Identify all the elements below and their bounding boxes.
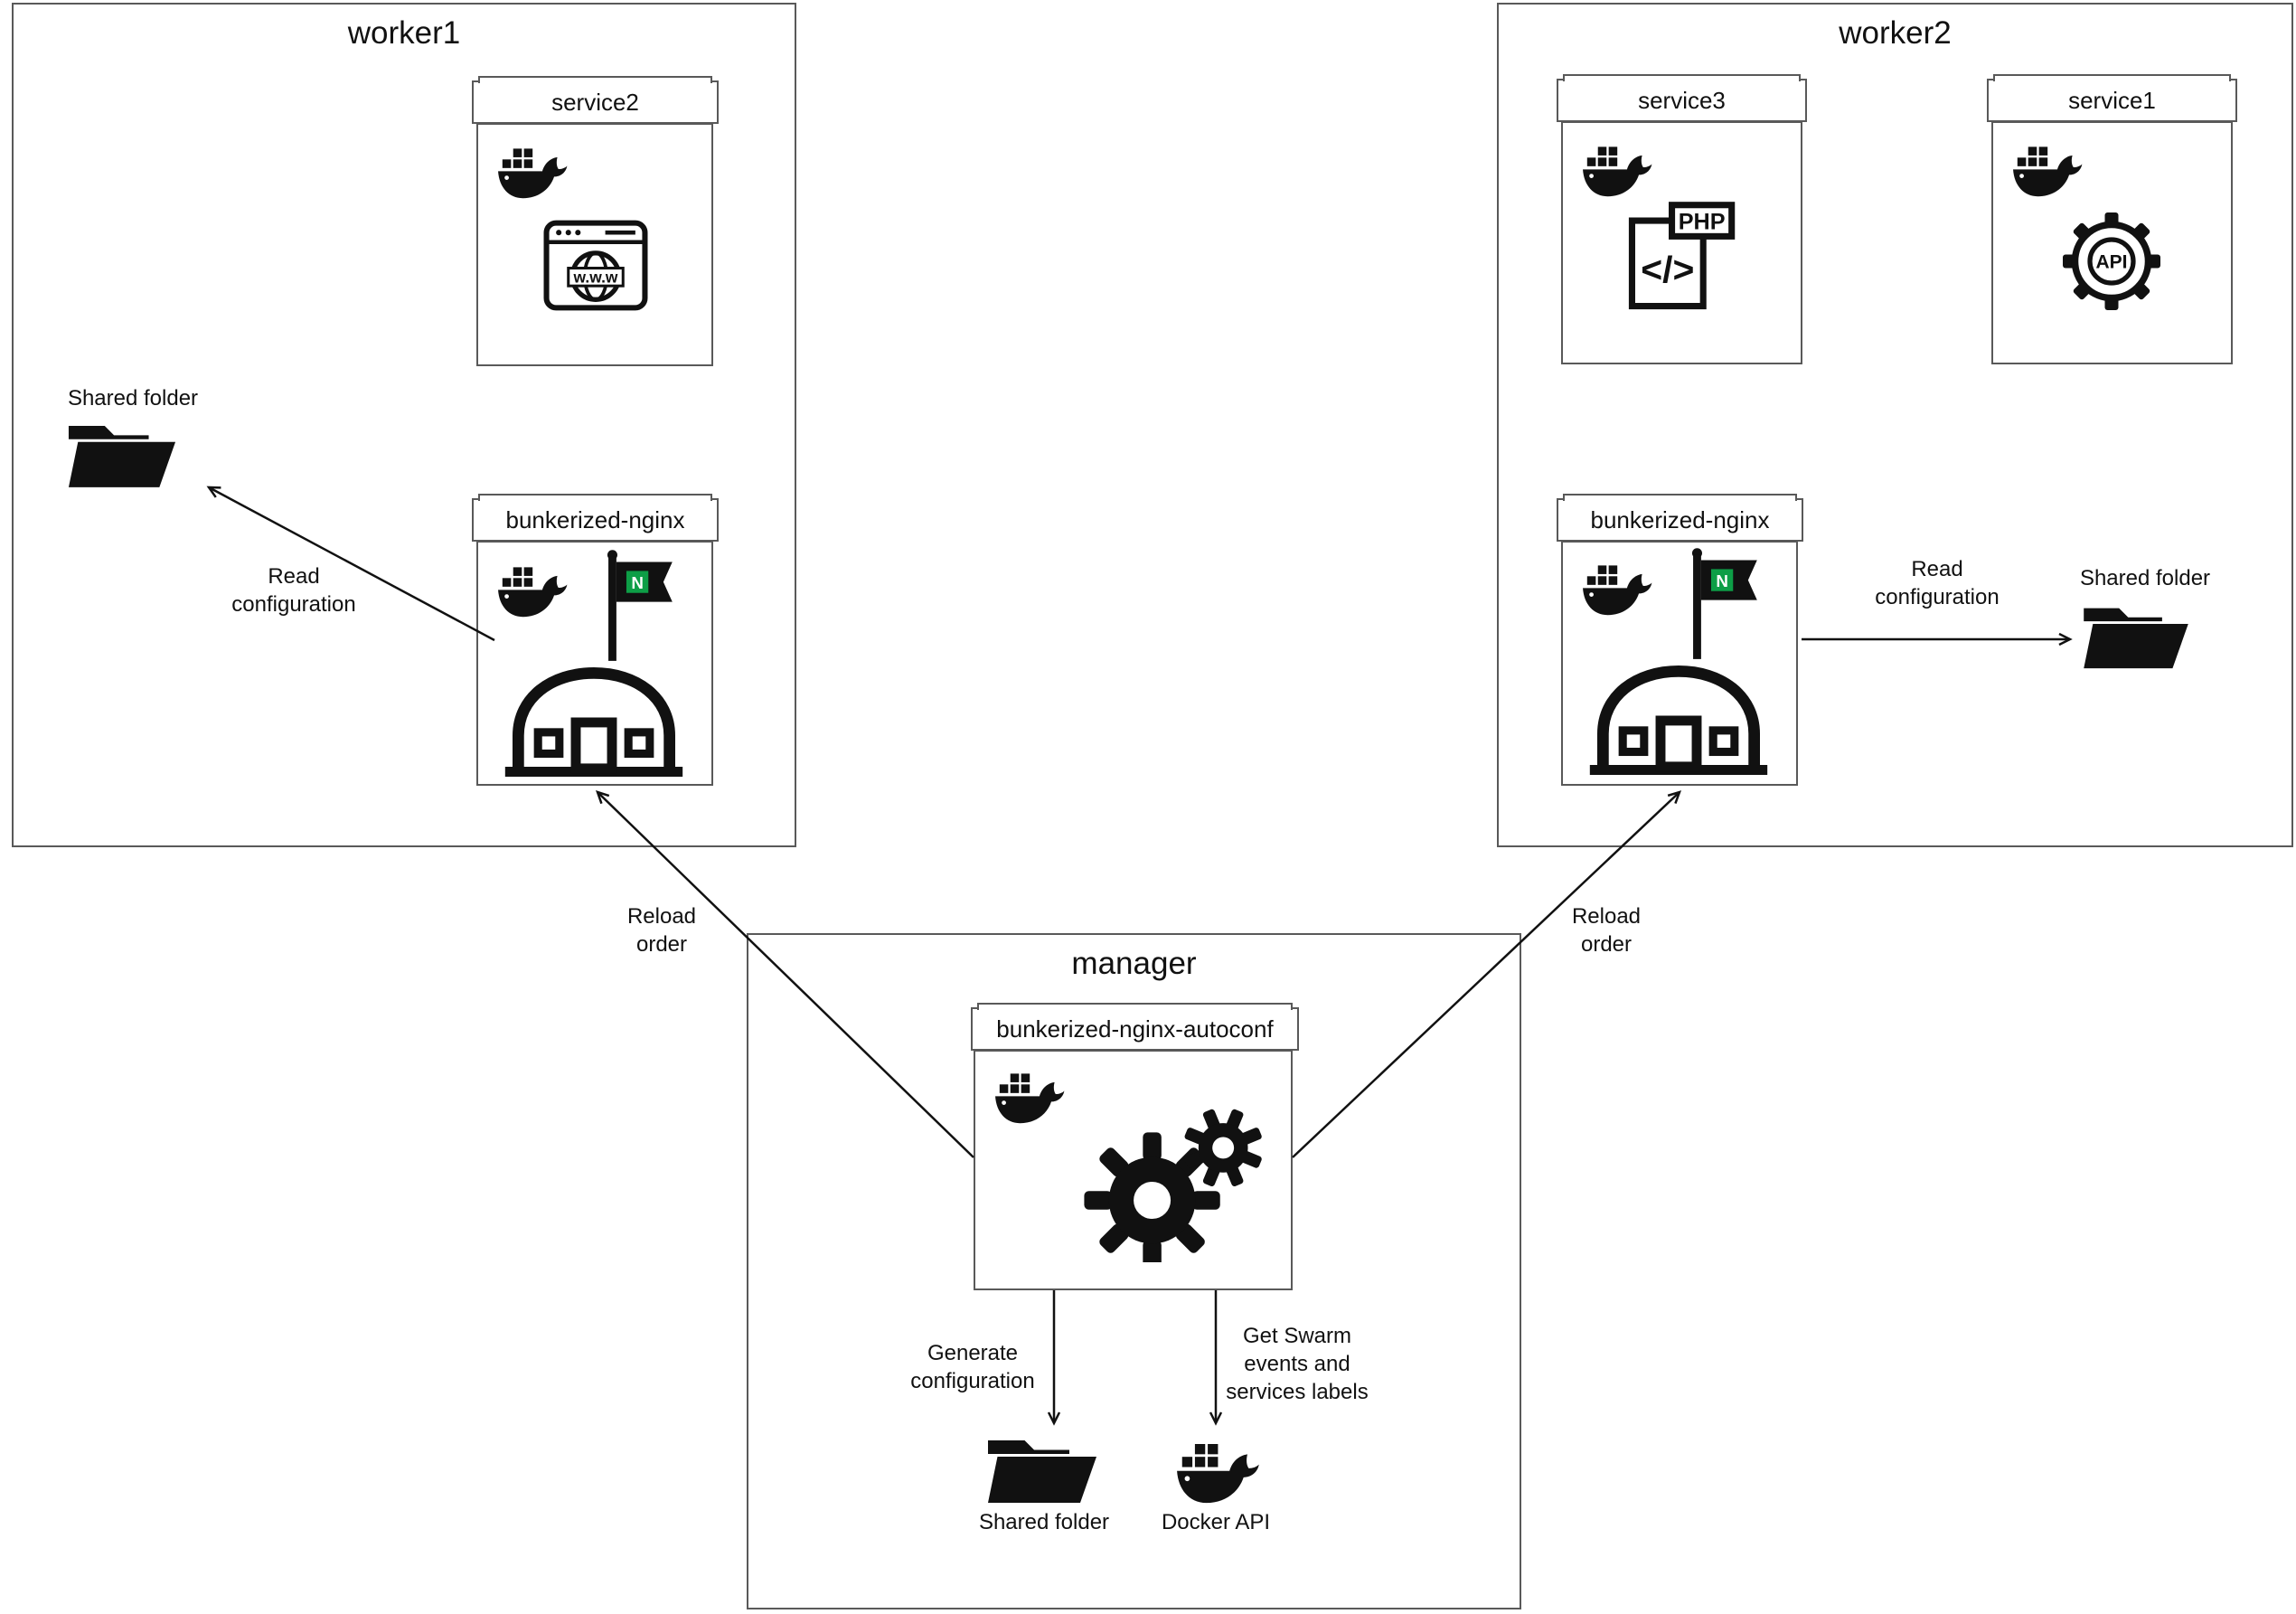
docker-whale-icon bbox=[1577, 563, 1655, 619]
node-worker1-title: worker1 bbox=[347, 15, 461, 51]
container-title-text: bunkerized-nginx bbox=[505, 505, 685, 533]
container-title-text: bunkerized-nginx bbox=[1590, 505, 1770, 533]
container-title-text: bunkerized-nginx-autoconf bbox=[996, 1015, 1274, 1043]
shared-folder-label: Shared folder bbox=[67, 386, 199, 411]
container-service1-title: service1 bbox=[1987, 74, 2237, 122]
container-bunkerized-nginx-worker2-title: bunkerized-nginx bbox=[1557, 494, 1803, 542]
read-configuration-label: Read configuration bbox=[1875, 557, 2000, 610]
container-service2-body bbox=[476, 123, 713, 366]
gears-icon bbox=[1081, 1101, 1266, 1262]
docker-whale-icon bbox=[990, 1071, 1068, 1128]
api-gear-icon bbox=[2057, 204, 2166, 313]
reload-order-label: Reload order bbox=[1571, 904, 1642, 958]
docker-whale-icon bbox=[1577, 145, 1655, 201]
container-title-text: service2 bbox=[551, 88, 639, 116]
nginx-flag-icon bbox=[598, 549, 674, 661]
www-browser-icon bbox=[542, 219, 649, 312]
docker-api-whale-icon bbox=[1171, 1441, 1263, 1508]
container-title-text: service1 bbox=[2068, 86, 2156, 114]
read-configuration-label: Read configuration bbox=[231, 564, 356, 618]
container-service3-title: service3 bbox=[1557, 74, 1807, 122]
bunker-icon bbox=[503, 656, 684, 779]
get-swarm-events-label: Get Swarm events and services labels bbox=[1226, 1324, 1369, 1405]
shared-folder-icon bbox=[2081, 600, 2191, 671]
reload-order-label: Reload order bbox=[626, 904, 697, 958]
docker-whale-icon bbox=[2008, 145, 2085, 201]
container-bunkerized-nginx-worker1-title: bunkerized-nginx bbox=[472, 494, 719, 542]
container-service2-title: service2 bbox=[472, 76, 719, 124]
shared-folder-icon bbox=[985, 1432, 1099, 1505]
shared-folder-label: Shared folder bbox=[978, 1510, 1110, 1534]
shared-folder-icon bbox=[66, 418, 178, 490]
docker-whale-icon bbox=[493, 565, 570, 621]
node-manager-title: manager bbox=[1071, 946, 1197, 981]
php-file-icon bbox=[1623, 201, 1737, 315]
container-title-text: service3 bbox=[1638, 86, 1726, 114]
node-worker2-title: worker2 bbox=[1839, 15, 1952, 51]
shared-folder-label: Shared folder bbox=[2079, 566, 2211, 590]
docker-api-label: Docker API bbox=[1161, 1510, 1271, 1534]
nginx-flag-icon bbox=[1683, 547, 1759, 659]
container-autoconf-title: bunkerized-nginx-autoconf bbox=[971, 1003, 1299, 1051]
bunker-icon bbox=[1588, 655, 1769, 777]
docker-whale-icon bbox=[493, 146, 570, 203]
generate-configuration-label: Generate configuration bbox=[910, 1341, 1035, 1394]
